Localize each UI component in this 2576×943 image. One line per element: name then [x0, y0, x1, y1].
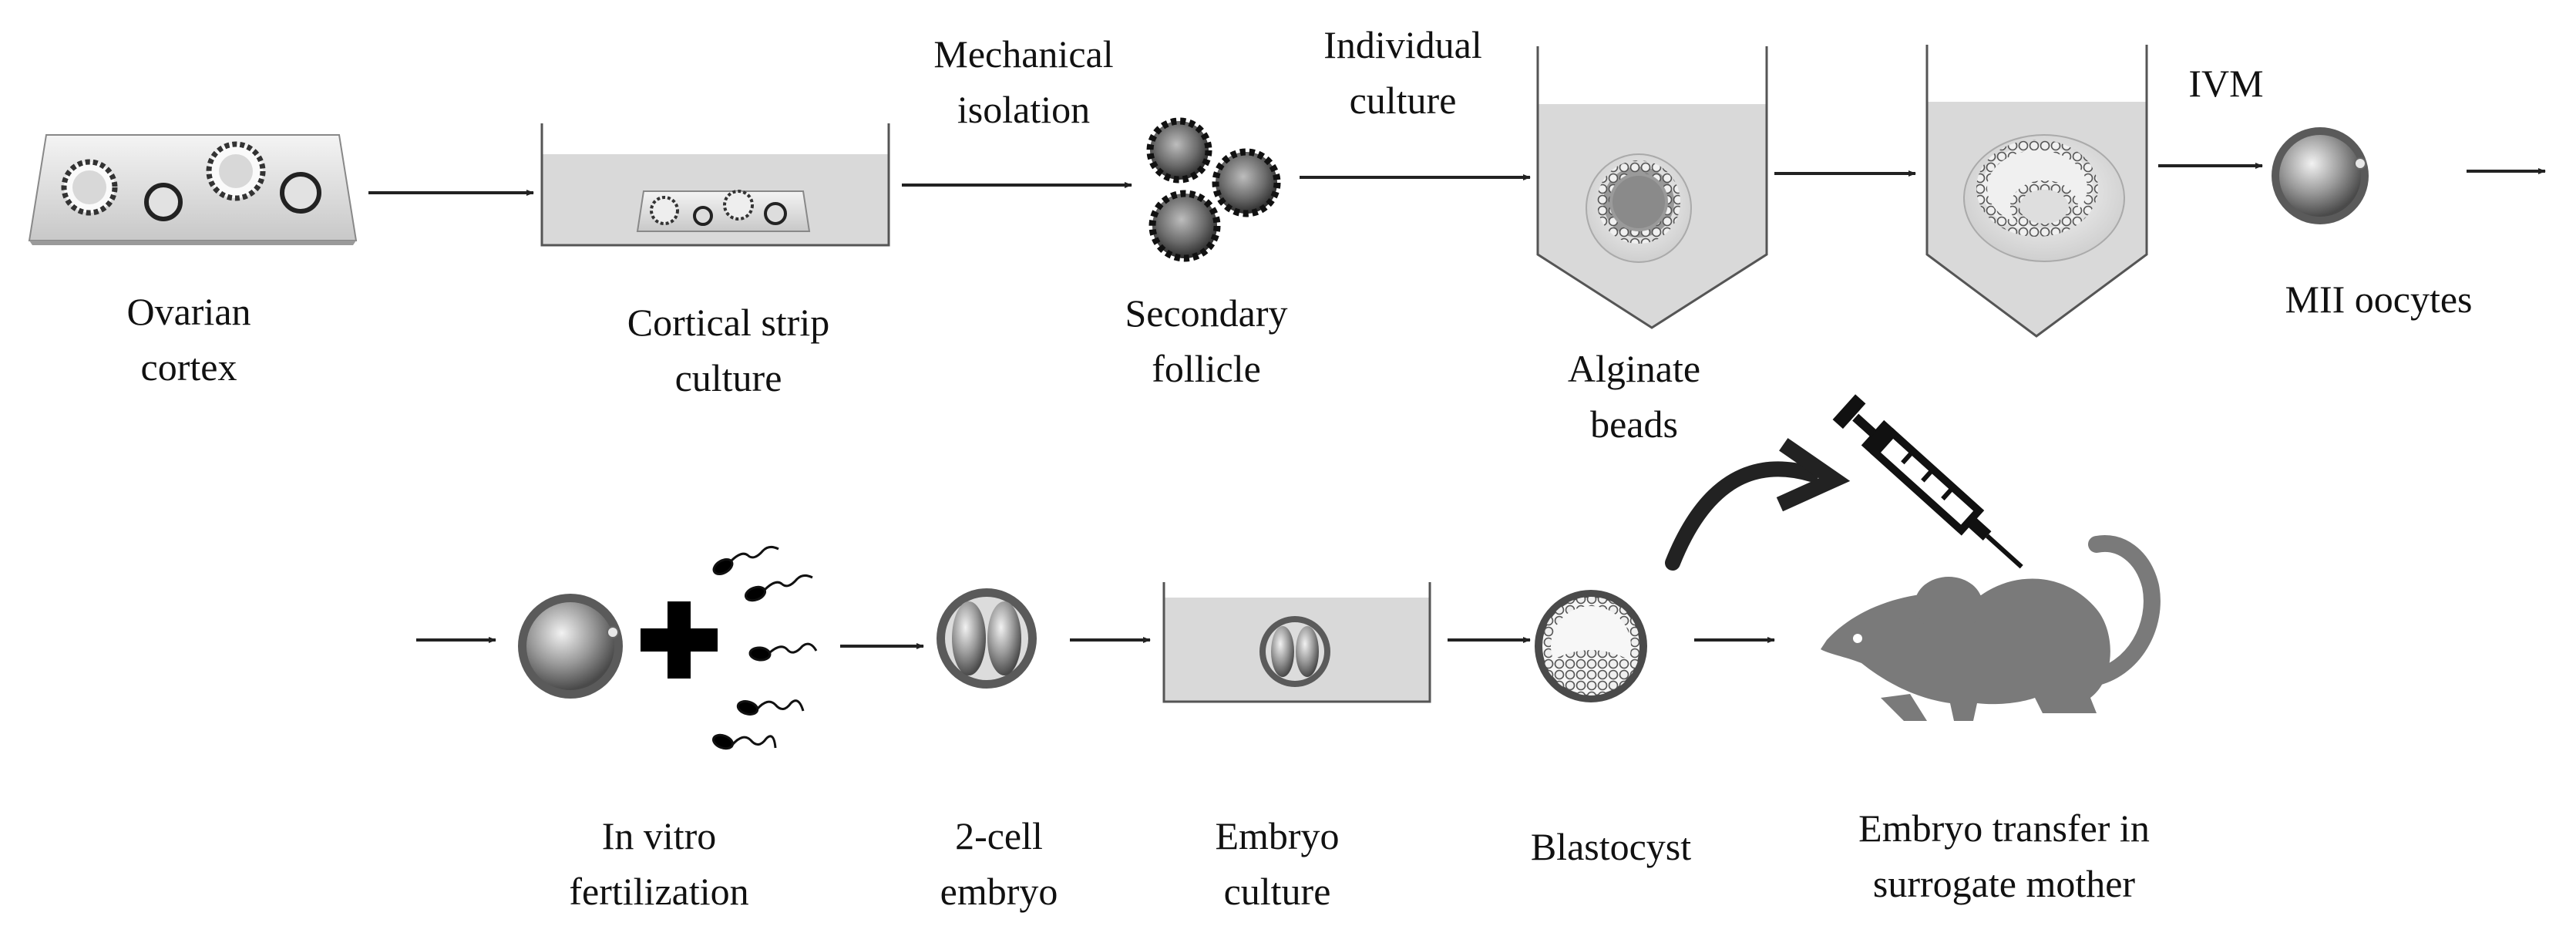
curved-arrow-icon [1665, 461, 1819, 571]
plus-icon [641, 601, 718, 679]
blastocyst-icon [1535, 590, 1647, 702]
oocyte-icon [518, 594, 623, 699]
syringe-icon [1832, 394, 2023, 569]
sperm-icon [711, 545, 818, 750]
alginate-well-icon-2 [1925, 45, 2148, 338]
blastocyst-label: Blastocyst [1530, 825, 1692, 868]
two-cell-embryo-icon [937, 588, 1037, 689]
surrogate-mouse-icon [1821, 535, 2161, 721]
embryo-culture-dish-icon [1162, 582, 1431, 703]
mii-oocyte-icon [2272, 127, 2369, 224]
mii-oocytes-label: MII oocytes [2285, 278, 2473, 321]
culture-dish-icon [540, 123, 890, 247]
ivm-label: IVM [2188, 62, 2264, 105]
ovarian-cortex-icon [28, 134, 358, 245]
follicle-cluster-icon [1146, 117, 1281, 262]
alginate-well-icon-1 [1536, 46, 1768, 329]
